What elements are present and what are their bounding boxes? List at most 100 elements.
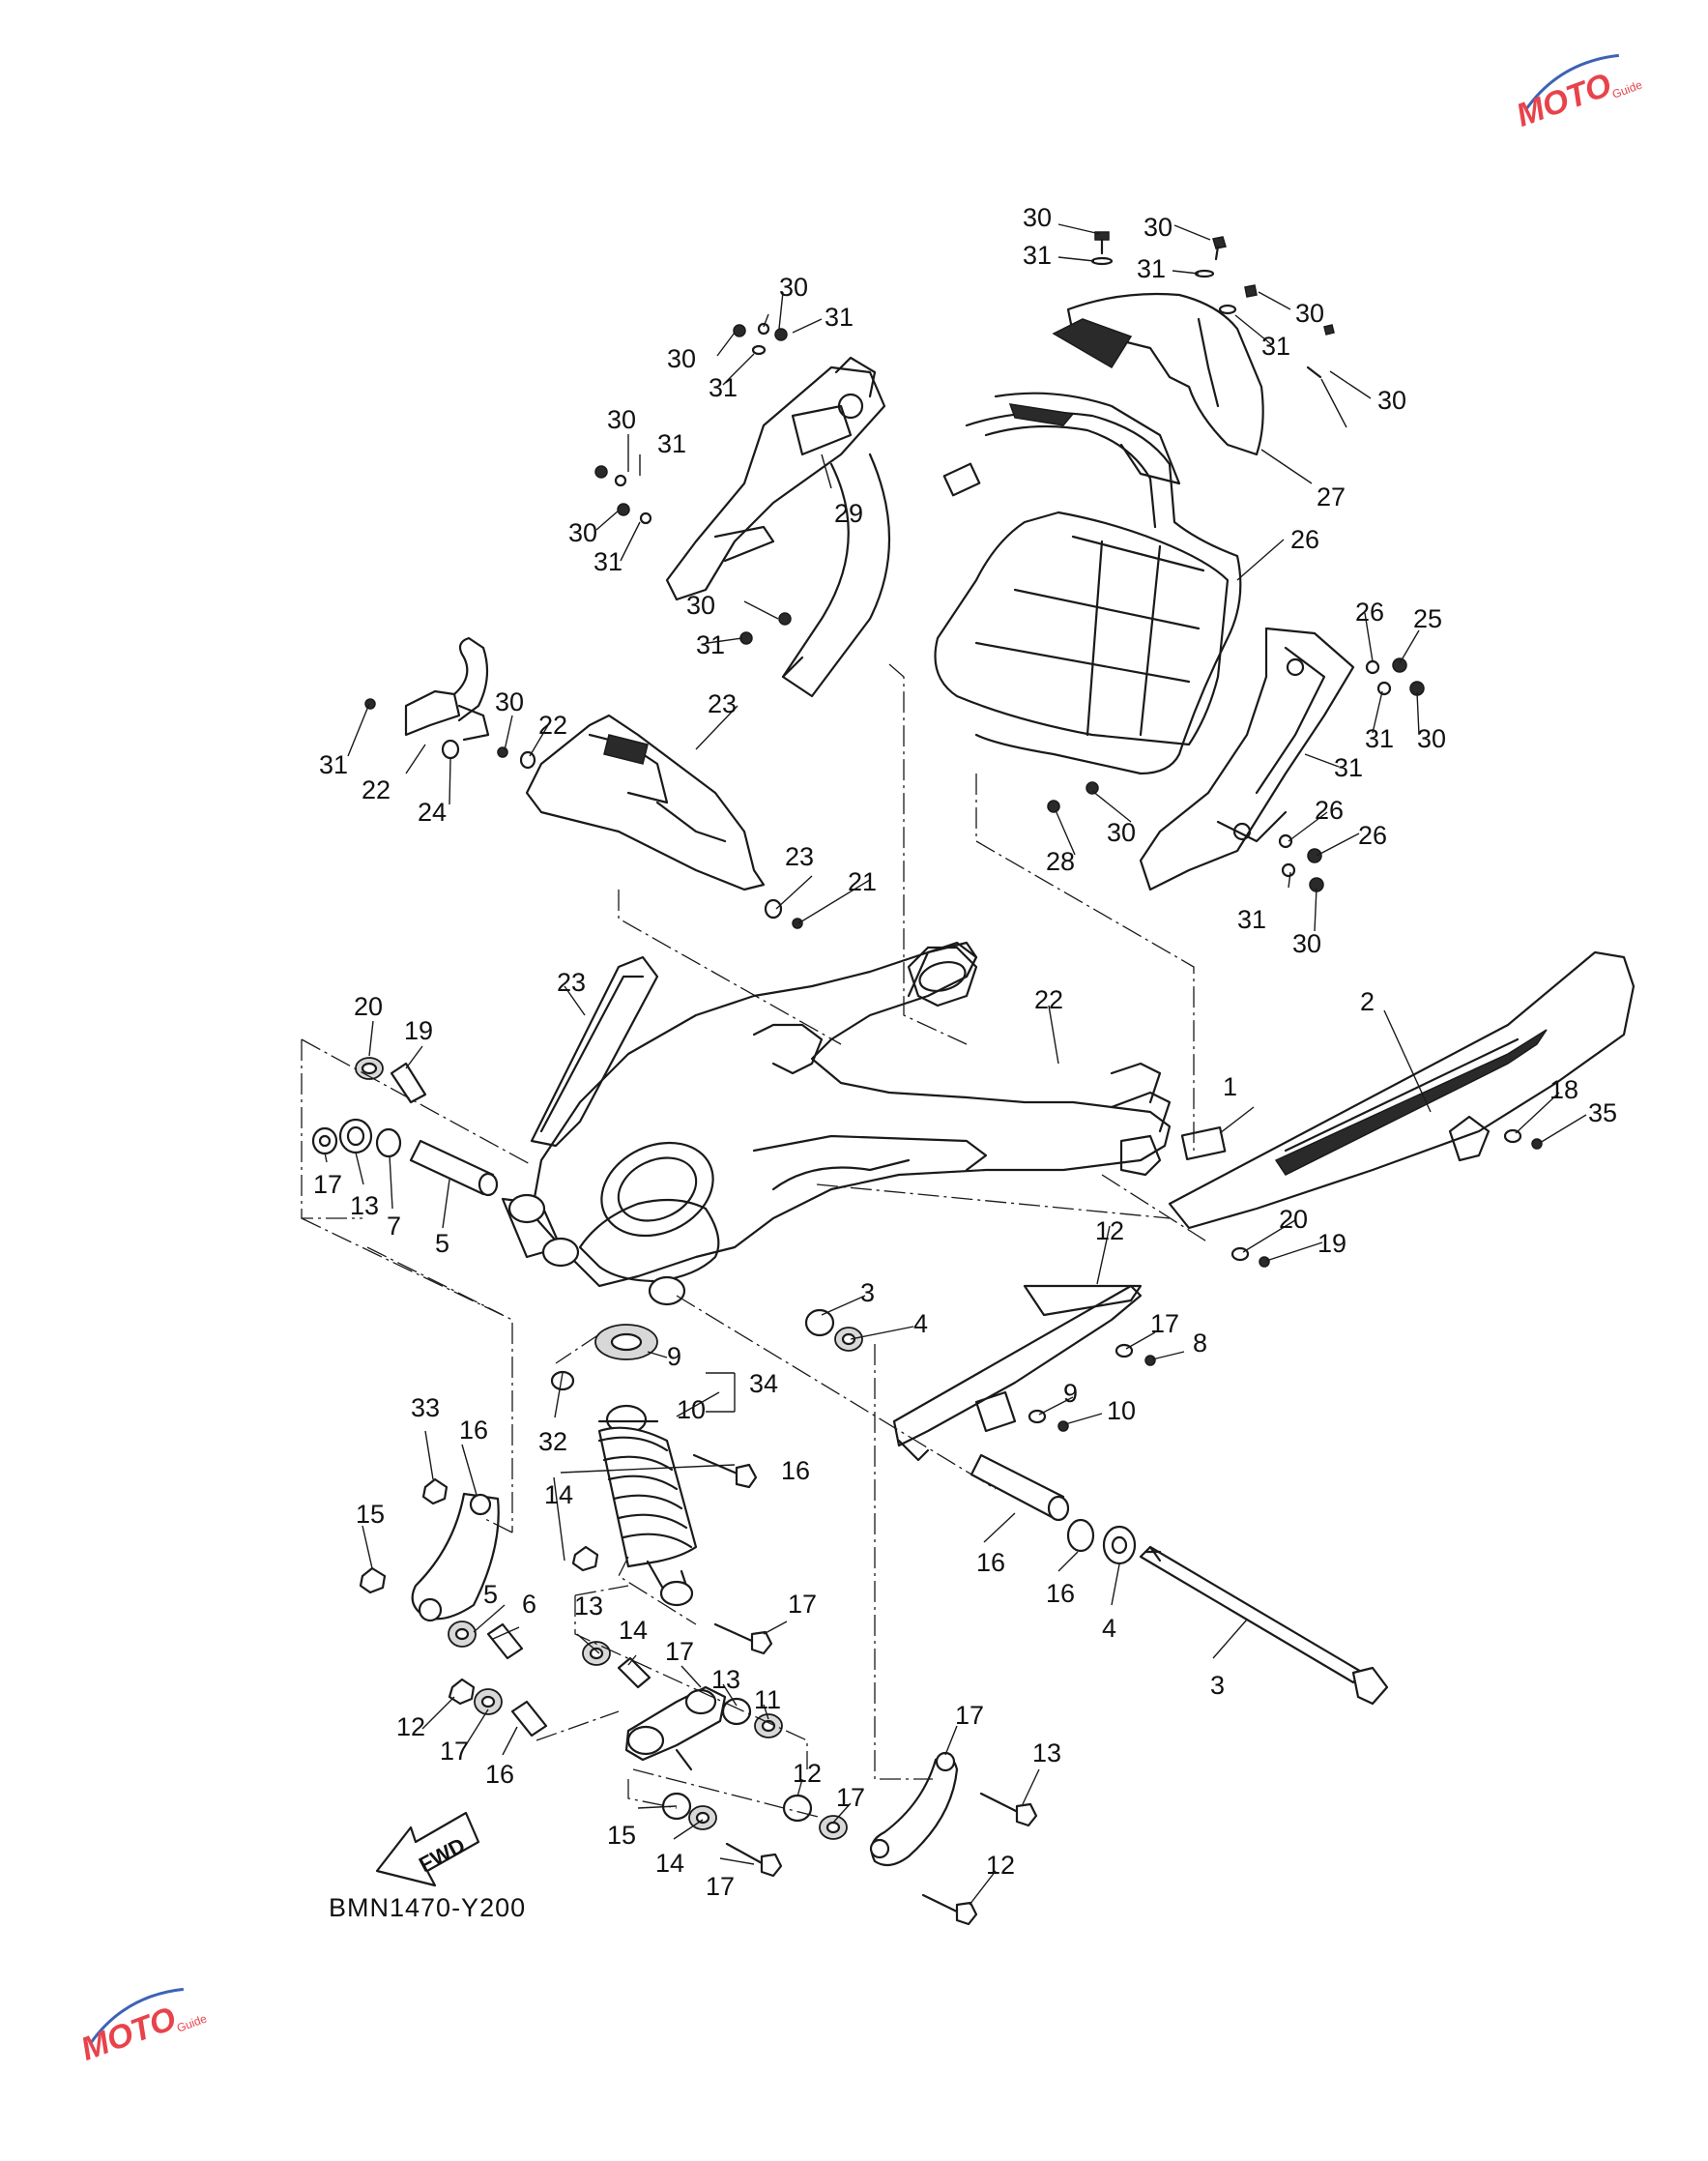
assembly-phantom-lines (301, 663, 1209, 1819)
callout: 13 (574, 1592, 603, 1621)
callout: 34 (749, 1369, 778, 1398)
callout: 17 (706, 1872, 735, 1901)
callout: 29 (834, 499, 863, 528)
callout: 17 (665, 1637, 694, 1666)
callout: 31 (1137, 254, 1166, 283)
callout: 17 (955, 1701, 984, 1730)
leader-lines (324, 223, 1587, 1906)
rear-fender-part-27 (994, 292, 1264, 485)
callout: 30 (1023, 203, 1052, 232)
callout: 15 (607, 1821, 636, 1850)
callout: 22 (538, 711, 567, 740)
label-part-35 (1180, 1126, 1227, 1160)
callout: 19 (404, 1016, 433, 1045)
callout: 1 (1223, 1072, 1237, 1101)
callout: 9 (1063, 1379, 1078, 1408)
rear-carrier-part-25 (781, 411, 1242, 775)
callout: 8 (1193, 1329, 1207, 1358)
callout: 3 (860, 1278, 875, 1307)
callout: 30 (1377, 386, 1406, 415)
callout: 26 (1290, 525, 1319, 554)
callout: 30 (607, 405, 636, 434)
callout: 32 (538, 1427, 567, 1456)
callout: 14 (619, 1616, 648, 1645)
callout: 7 (387, 1212, 401, 1241)
seat-rail-part-29 (665, 356, 886, 601)
callout: 20 (1279, 1205, 1308, 1234)
diagram-code: BMN1470-Y200 (329, 1893, 527, 1922)
callout: 12 (986, 1851, 1015, 1880)
callout: 31 (1261, 332, 1290, 361)
callout: 2 (1360, 987, 1375, 1016)
callout: 26 (1358, 821, 1387, 850)
callout: 14 (655, 1849, 684, 1878)
chain-guide-part-8 (892, 1284, 1143, 1462)
bearings-and-bushings (311, 1057, 1137, 1867)
callout: 13 (350, 1191, 379, 1220)
callout: 31 (1365, 724, 1394, 753)
callout: 31 (709, 373, 738, 402)
callout: 17 (440, 1737, 469, 1766)
callout: 9 (667, 1342, 681, 1371)
callout: 30 (1107, 818, 1136, 847)
callout: 17 (788, 1590, 817, 1619)
small-fasteners (364, 231, 1543, 1432)
callout: 31 (1237, 905, 1266, 934)
callout: 30 (1143, 213, 1172, 242)
callout: 15 (356, 1500, 385, 1529)
moto-guide-logo: MOTO Guide (41, 1958, 240, 2093)
callout: 30 (495, 687, 524, 716)
callout: 31 (1023, 241, 1052, 270)
callout: 30 (1417, 724, 1446, 753)
callout: 31 (1334, 753, 1363, 782)
callout: 30 (667, 344, 696, 373)
callout: 31 (319, 750, 348, 779)
callout: 31 (696, 630, 725, 659)
callout: 23 (785, 842, 814, 871)
callout: 27 (1317, 482, 1346, 511)
pivot-shaft-part-6 (1139, 1545, 1389, 1706)
callout: 26 (1315, 796, 1344, 825)
callout: 12 (396, 1712, 425, 1741)
callout: 30 (1295, 299, 1324, 328)
chain-case-part-18 (1168, 950, 1636, 1230)
callout: 28 (1046, 847, 1075, 876)
callout: 10 (677, 1395, 706, 1424)
callout: 12 (793, 1759, 822, 1788)
callout: 24 (418, 798, 447, 827)
callout: 5 (435, 1229, 449, 1258)
callout: 17 (313, 1170, 342, 1199)
callout: 25 (1413, 604, 1442, 633)
callout: 16 (485, 1760, 514, 1789)
callout: 35 (1588, 1098, 1617, 1127)
bracket-part-24 (404, 636, 490, 742)
callout: 31 (593, 547, 622, 576)
callout: 4 (1102, 1614, 1116, 1643)
callout: 23 (557, 968, 586, 997)
moto-guide-logo: MOTO Guide (1476, 24, 1675, 160)
callout: 30 (779, 273, 808, 302)
collar-part-4-upper (409, 1139, 499, 1197)
callout: 30 (686, 591, 715, 620)
callout: 16 (1046, 1579, 1075, 1608)
callout: 19 (1317, 1229, 1346, 1258)
hugger-part-21 (525, 714, 766, 891)
callout: 16 (781, 1456, 810, 1485)
callout: 16 (976, 1548, 1005, 1577)
callout: 17 (1150, 1309, 1179, 1338)
side-cover-part-28 (1139, 627, 1355, 891)
callout: 3 (1210, 1671, 1225, 1700)
svg-text:Guide: Guide (175, 2011, 209, 2034)
callout: 12 (1095, 1216, 1124, 1245)
callout: 30 (568, 518, 597, 547)
callout: 13 (711, 1665, 740, 1694)
callout: 26 (1355, 598, 1384, 627)
callout: 6 (522, 1590, 536, 1619)
bolts-part-14 (692, 1453, 1038, 1926)
callout: 16 (459, 1416, 488, 1445)
callout: 30 (1292, 929, 1321, 958)
callout: 22 (362, 775, 391, 804)
callout: 31 (657, 429, 686, 458)
callout-labels: 30 31 30 31 30 31 30 27 30 31 31 30 30 3… (313, 203, 1617, 1901)
